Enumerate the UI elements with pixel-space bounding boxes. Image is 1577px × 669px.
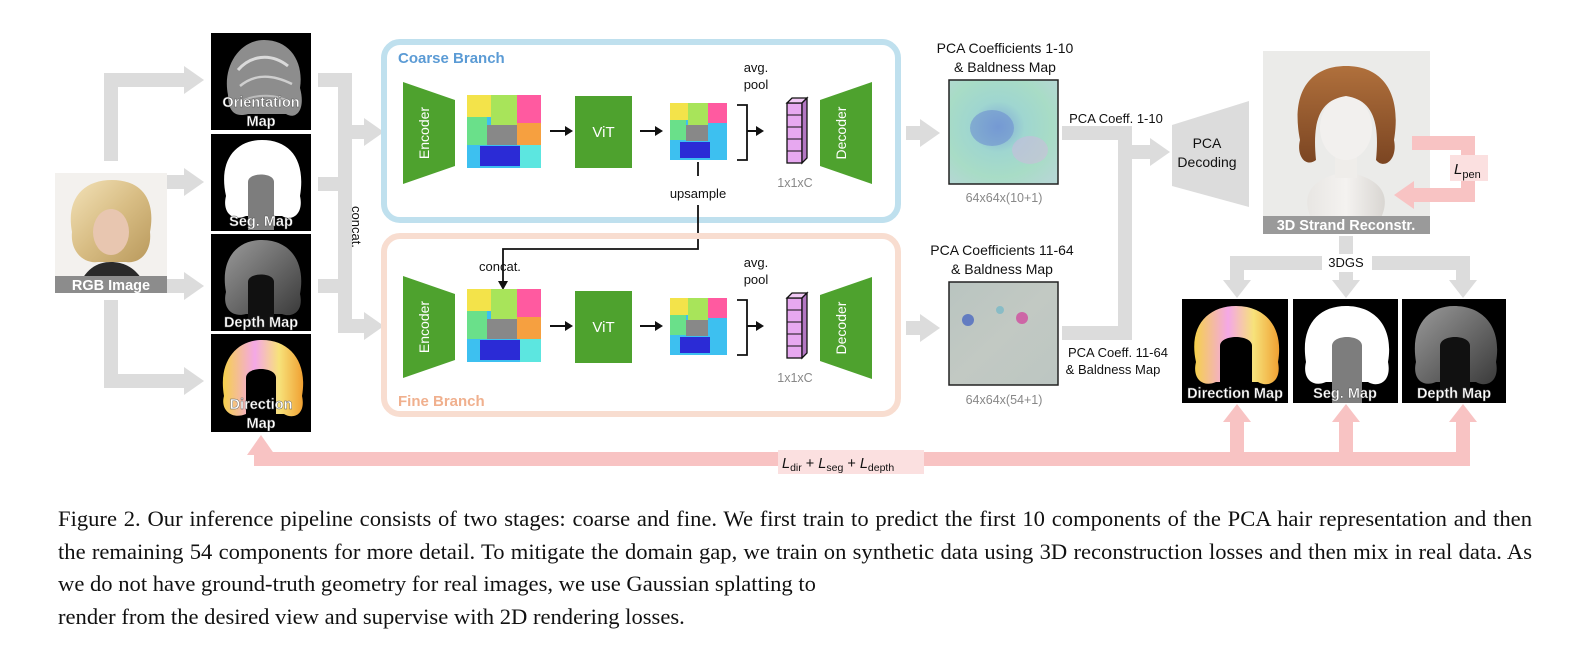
fine-pooled-feature (785, 291, 809, 360)
pca-decoding-block (1172, 101, 1249, 207)
pca-coarse-arrow-label: PCA Coeff. 1-10 (1069, 111, 1163, 126)
rendering-loss-label: Ldir + Lseg + Ldepth (782, 456, 894, 474)
fine-avg-pool-label-line1: avg. (744, 255, 769, 270)
coarse-encoder-label: Encoder (416, 107, 432, 159)
coarse-avg-pool-label-line1: avg. (744, 60, 769, 75)
depth-map-input-label: Depth Map (224, 315, 298, 331)
fine-vit-label: ViT (592, 319, 614, 336)
orientation-map: Orientation Map (211, 33, 311, 130)
pca-coarse-title-line1: PCA Coefficients 1-10 (937, 40, 1074, 56)
pca-coarse-dims: 64x64x(10+1) (966, 191, 1043, 205)
fine-feature-map-2 (670, 298, 727, 355)
pca-fine-title-line1: PCA Coefficients 11-64 (930, 242, 1074, 258)
coarse-encoder (403, 82, 455, 184)
pca-fine-title-line2: & Baldness Map (951, 261, 1053, 277)
output-direction-map-label: Direction Map (1187, 386, 1283, 402)
fine-branch-frame (381, 233, 901, 417)
pca-decoding-label-line2: Decoding (1177, 154, 1236, 170)
rgb-image-label: RGB Image (72, 278, 150, 294)
output-direction-map: Direction Map (1182, 299, 1288, 403)
pca-coarse-title-line2: & Baldness Map (954, 59, 1056, 75)
fine-branch-title: Fine Branch (398, 393, 485, 410)
direction-map-input-label-line1: Direction (230, 397, 293, 413)
pca-fine-dims: 64x64x(54+1) (966, 393, 1043, 407)
pipeline-diagram: concat. RGB Image Orientation Map Seg. M… (55, 33, 1506, 474)
coarse-vit-label: ViT (592, 124, 614, 141)
figure-caption: Figure 2. Our inference pipeline consist… (58, 503, 1532, 633)
fine-feature-map-1 (467, 289, 541, 362)
fine-vit (575, 291, 632, 363)
seg-map-input-label: Seg. Map (229, 214, 293, 230)
reconstruction-label: 3D Strand Reconstr. (1277, 218, 1416, 234)
pca-fine-arrow-label-line2: & Baldness Map (1066, 362, 1161, 377)
pca-fine-map: PCA Coefficients 11-64 & Baldness Map 64… (930, 242, 1074, 407)
decoder-output-arrows (906, 119, 940, 342)
upsample-connection: upsample (498, 162, 726, 290)
caption-text: Figure 2. Our inference pipeline consist… (58, 506, 1532, 596)
fine-decoder-label: Decoder (833, 301, 849, 354)
coarse-branch-title: Coarse Branch (398, 50, 505, 67)
pca-merge-arrows (1062, 126, 1170, 340)
fine-encoder (403, 276, 455, 378)
pca-fine-arrow-label-line1: PCA Coeff. 11-64 (1068, 345, 1168, 360)
fine-encoder-label: Encoder (416, 301, 432, 353)
direction-map-input: Direction Map (211, 334, 311, 432)
coarse-feature-dim: 1x1xC (777, 176, 812, 190)
input-arrows (104, 66, 384, 395)
rgb-image: RGB Image (55, 173, 167, 294)
output-seg-map: Seg. Map (1293, 299, 1398, 403)
caption-last-line: render from the desired view and supervi… (58, 603, 685, 629)
seg-map-input: Seg. Map (211, 134, 311, 231)
coarse-avg-pool-label-line2: pool (744, 77, 769, 92)
coarse-vit (575, 96, 632, 168)
penetration-loss-loop: Lpen (1394, 136, 1488, 209)
output-depth-map: Depth Map (1402, 299, 1506, 403)
orientation-map-label-line2: Map (247, 114, 276, 130)
fine-concat-label: concat. (479, 259, 521, 274)
pca-decoding-label-line1: PCA (1193, 135, 1222, 151)
depth-map-input: Depth Map (211, 234, 311, 331)
coarse-pooled-feature (785, 96, 809, 165)
strand-reconstruction: 3D Strand Reconstr. (1263, 51, 1430, 234)
coarse-branch: Coarse Branch Encoder ViT (381, 39, 901, 223)
coarse-decoder (820, 82, 872, 184)
render-3dgs-label: 3DGS (1328, 255, 1364, 270)
coarse-feature-map-2 (670, 103, 727, 160)
coarse-feature-map-1 (467, 95, 541, 168)
pca-coarse-map: PCA Coefficients 1-10 & Baldness Map 64x… (937, 40, 1074, 205)
fine-decoder (820, 277, 872, 379)
coarse-decoder-label: Decoder (833, 106, 849, 159)
fine-branch: Fine Branch concat. Encoder ViT (381, 233, 901, 417)
upsample-label: upsample (670, 186, 726, 201)
fine-feature-dim: 1x1xC (777, 371, 812, 385)
fine-avg-pool-label-line2: pool (744, 272, 769, 287)
direction-map-input-label-line2: Map (247, 416, 276, 432)
output-depth-map-label: Depth Map (1417, 386, 1491, 402)
coarse-branch-frame (381, 39, 901, 223)
output-seg-map-label: Seg. Map (1313, 386, 1377, 402)
concat-label: concat. (349, 206, 364, 248)
orientation-map-label-line1: Orientation (222, 95, 299, 111)
